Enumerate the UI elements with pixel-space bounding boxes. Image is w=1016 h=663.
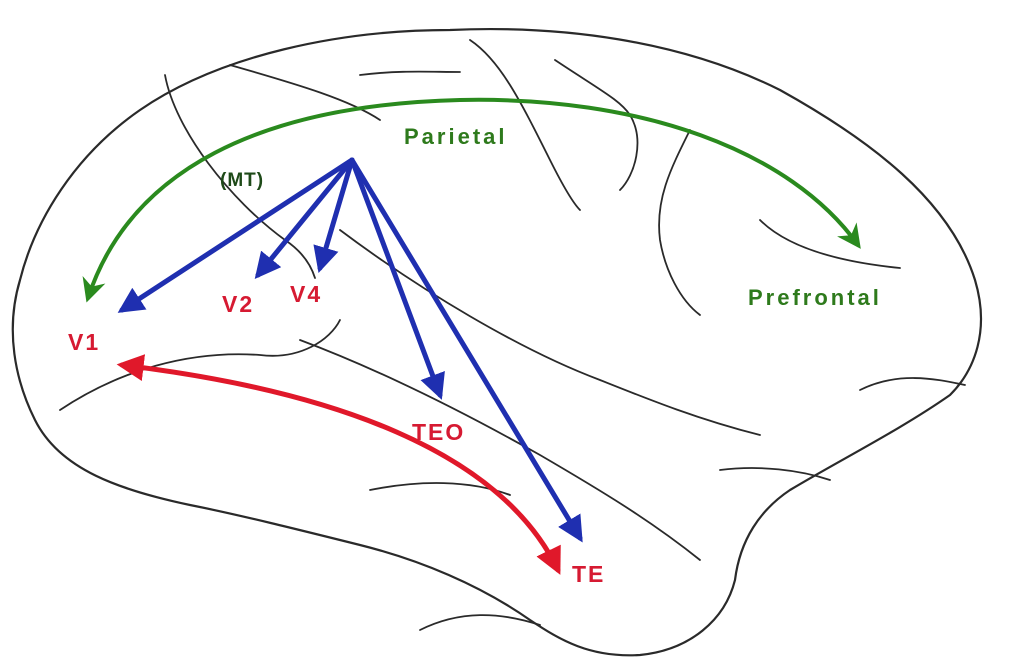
ventral-stream-arrow: [116, 354, 561, 575]
central-sulcus-upper: [359, 70, 461, 76]
label-v2: V2: [222, 291, 254, 317]
blue-projection-arrows: [117, 157, 583, 543]
arcuate-sulcus: [554, 59, 639, 191]
projection-arrow-v1: [117, 157, 355, 313]
projection-arrow-v4: [313, 157, 355, 273]
label-te: TE: [572, 561, 605, 587]
label-v4: V4: [290, 281, 322, 307]
label-parietal: Parietal: [404, 124, 508, 149]
temporal-pole-sulcus: [719, 467, 831, 481]
projection-arrow-te: [349, 157, 583, 543]
projection-arrow-teo: [349, 157, 445, 400]
dorsal-stream-arrow: [82, 97, 861, 303]
principal-sulcus: [658, 129, 701, 316]
cortex-outline: [11, 28, 983, 657]
orbital-sulcus: [859, 377, 966, 391]
label-teo: TEO: [412, 419, 465, 445]
label-prefrontal: Prefrontal: [748, 285, 882, 310]
label-mt: (MT): [220, 170, 264, 191]
label-v1: V1: [68, 329, 100, 355]
frontal-sulcus: [759, 219, 901, 269]
cingulate-sulcus: [419, 614, 541, 631]
intraparietal-sulcus: [229, 64, 381, 121]
lateral-fissure: [299, 339, 701, 561]
central-sulcus: [469, 39, 581, 211]
projection-arrow-v2: [254, 157, 355, 280]
superior-temporal-sulcus: [339, 229, 761, 436]
